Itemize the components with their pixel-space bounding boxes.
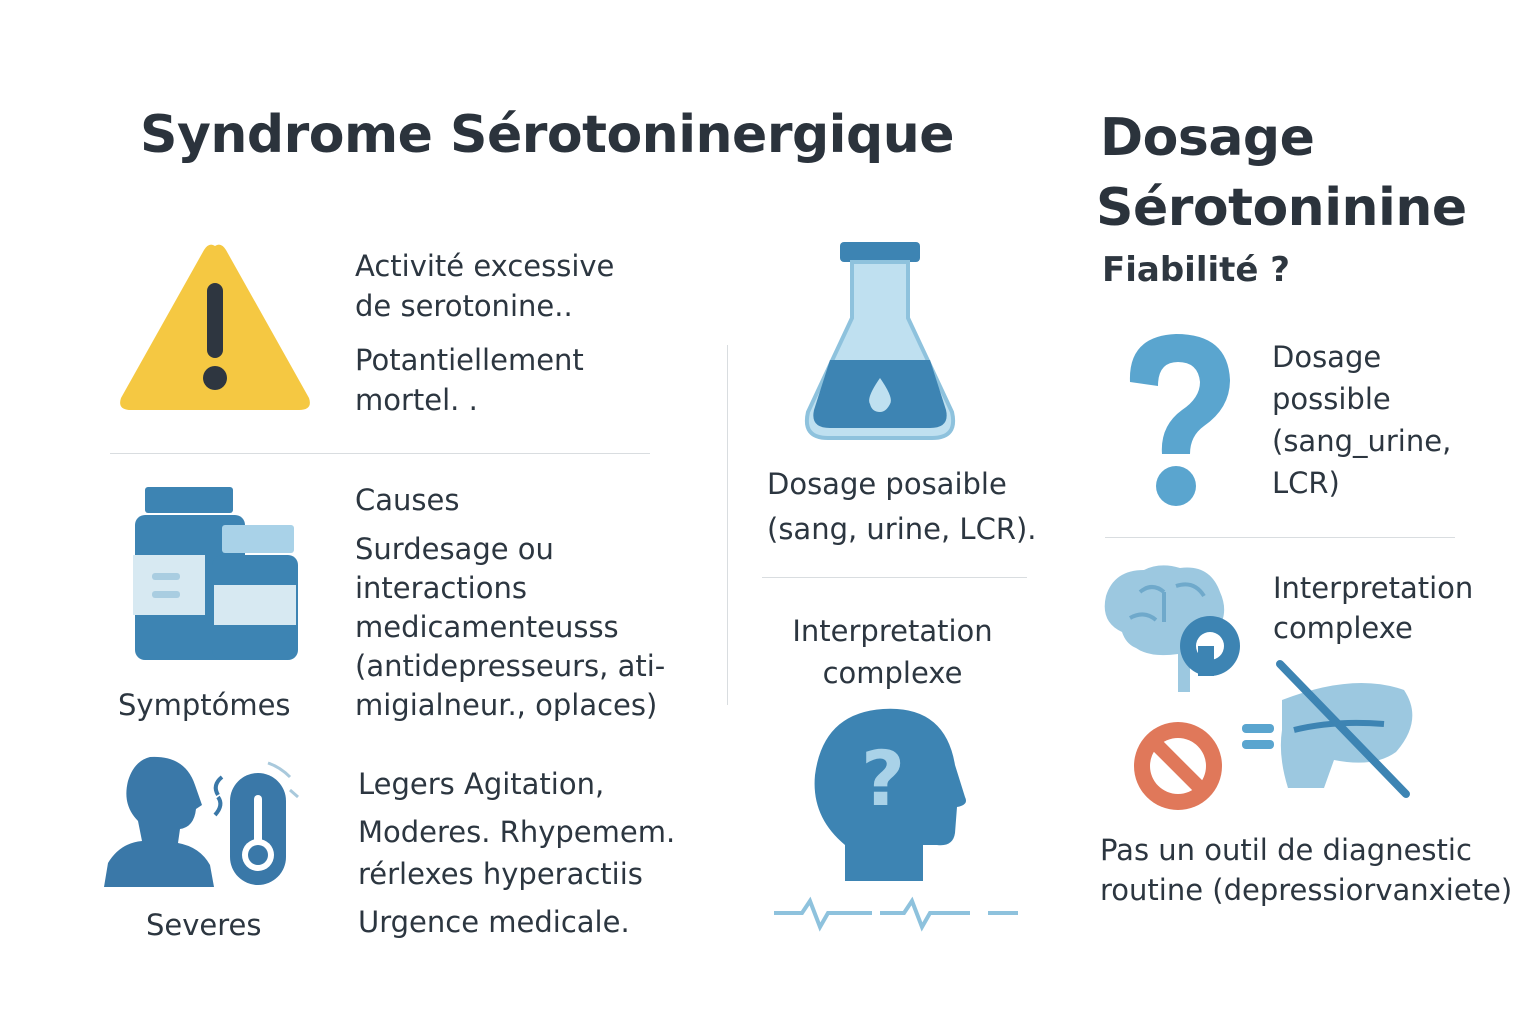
severity-line-4: Urgence medicale. xyxy=(358,905,630,939)
right-dosage-line-1: Dosage xyxy=(1272,340,1382,374)
right-conclusion-text: Pas un outil de diagnestic routine (depr… xyxy=(1100,830,1512,910)
intro-line-2: de serotonine.. xyxy=(355,289,573,323)
danger-text: Potantiellement mortel. . xyxy=(355,340,584,420)
middle-interpretation-text: Interpretation complexe xyxy=(760,610,1025,694)
right-dosage-line-3: (sang_urine, xyxy=(1272,424,1452,458)
head-question-icon: ? xyxy=(814,708,966,881)
danger-line-1: Potantiellement xyxy=(355,343,584,377)
right-dosage-text: Dosage possible (sang_urine, LCR) xyxy=(1272,336,1451,504)
right-dosage-line-4: LCR) xyxy=(1272,466,1340,500)
svg-text:?: ? xyxy=(861,734,905,823)
right-conclusion-line-1: Pas un outil de diagnestic xyxy=(1100,833,1472,867)
symptoms-label: Symptómes xyxy=(118,688,291,722)
causes-line-4: (antidepresseurs, ati- xyxy=(355,649,666,683)
causes-line-1: Surdesage ou xyxy=(355,532,554,566)
severity-line-2: Moderes. Rhypemem. xyxy=(358,815,676,849)
right-dosage-line-2: possible xyxy=(1272,382,1391,416)
severity-line-1: Legers Agitation, xyxy=(358,767,605,801)
lab-flask-icon xyxy=(805,242,955,440)
middle-dosage-text: Dosage posaible (sang, urine, LCR). xyxy=(767,462,1037,552)
page-title: Syndrome Sérotoninergique xyxy=(140,105,955,165)
severity-line-3: rérlexes hyperactiis xyxy=(358,857,643,891)
causes-line-3: medicamenteusss xyxy=(355,610,619,644)
right-interpretation-line-1: Interpretation xyxy=(1273,571,1474,605)
brain-icon xyxy=(1104,565,1240,692)
right-interpretation-line-2: complexe xyxy=(1273,611,1413,645)
intro-text: Activité excessive de serotonine.. xyxy=(355,246,614,326)
divider-right xyxy=(1105,537,1455,538)
pill-bottles-icon xyxy=(133,487,298,660)
danger-line-2: mortel. . xyxy=(355,383,478,417)
middle-interpretation-line-1: Interpretation xyxy=(792,614,993,648)
divider-left xyxy=(110,453,650,454)
not-equal-diagram xyxy=(1134,660,1413,810)
causes-title: Causes xyxy=(355,483,460,517)
question-mark-icon xyxy=(1129,334,1230,506)
right-interpretation-text: Interpretation complexe xyxy=(1273,568,1473,648)
causes-line-5: migialneur., oplaces) xyxy=(355,688,658,722)
right-subtitle: Fiabilité ? xyxy=(1102,250,1290,290)
divider-middle xyxy=(762,577,1027,578)
divider-vertical xyxy=(727,345,728,705)
intro-line-1: Activité excessive xyxy=(355,249,615,283)
causes-list: Surdesage ou interactions medicamenteuss… xyxy=(355,530,665,725)
warning-triangle-icon xyxy=(120,244,310,410)
severity-list: Legers Agitation, Moderes. Rhypemem. rér… xyxy=(358,760,675,946)
middle-interpretation-line-2: complexe xyxy=(822,656,963,690)
equals-icon xyxy=(1242,724,1274,733)
right-conclusion-line-2: routine (depressiorvanxiete) xyxy=(1100,873,1513,907)
middle-dosage-line-2: (sang, urine, LCR). xyxy=(767,512,1037,546)
right-title-line1: Dosage xyxy=(1100,108,1315,168)
middle-dosage-line-1: Dosage posaible xyxy=(767,467,1007,501)
severe-label: Severes xyxy=(146,908,262,942)
right-title-line2: Sérotoninine xyxy=(1096,178,1467,238)
causes-line-2: interactions xyxy=(355,571,527,605)
heartbeat-line-icon xyxy=(774,896,1018,932)
person-fever-icon xyxy=(104,756,299,887)
